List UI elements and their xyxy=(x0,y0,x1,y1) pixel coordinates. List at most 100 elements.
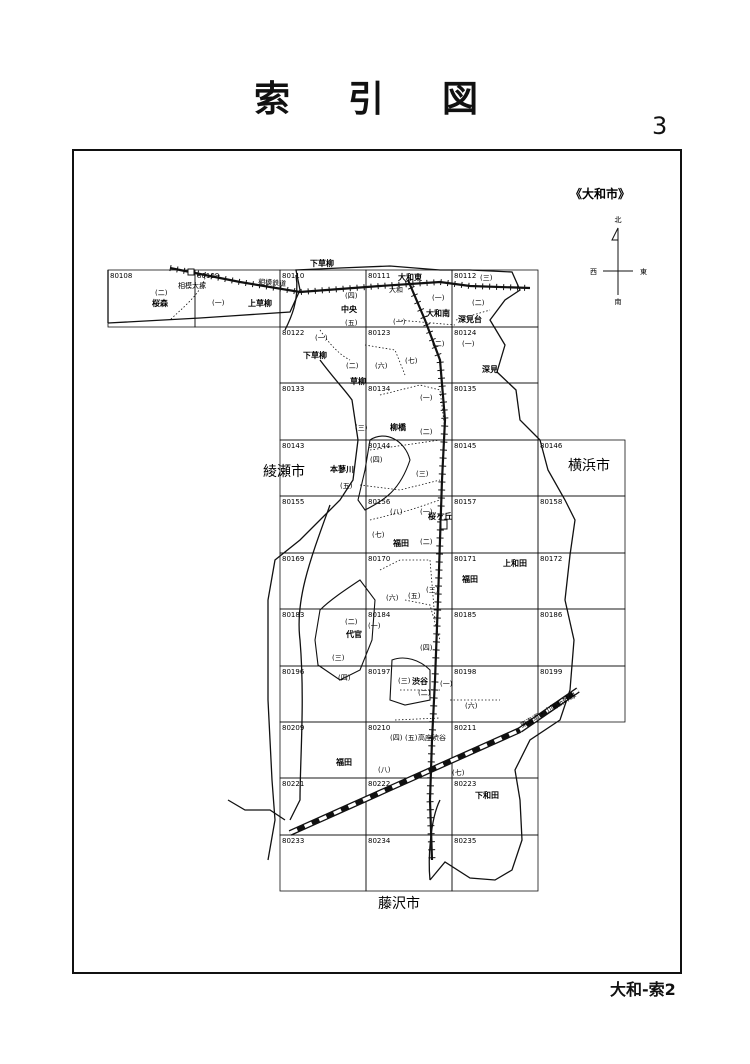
ward-label: (一) xyxy=(368,622,381,630)
map-frame xyxy=(72,149,682,974)
ward-label: (六) xyxy=(375,361,388,370)
grid-cell-label: 80198 xyxy=(454,668,476,676)
ward-label: (七) xyxy=(372,530,385,539)
city-fujisawa: 藤沢市 xyxy=(378,895,420,912)
grid-cell-label: 80110 xyxy=(282,272,304,280)
ward-label: (七) xyxy=(452,768,465,777)
page-title: 索引図 xyxy=(253,79,536,120)
grid-cell-label: 80221 xyxy=(282,780,304,788)
vertical-railway xyxy=(404,278,449,861)
ward-label: (一) xyxy=(462,340,475,348)
place-label: 桜ヶ丘 xyxy=(428,511,452,521)
grid-cell-label: 80124 xyxy=(454,329,477,337)
station-sagami-otsuka xyxy=(187,268,195,276)
ward-label: (三) xyxy=(332,654,345,662)
ward-label: (一) xyxy=(432,294,445,302)
place-label: 草柳 xyxy=(350,376,366,386)
grid-cell-label: 80108 xyxy=(110,272,132,280)
sagami-railway xyxy=(169,265,531,296)
ward-label: (二) xyxy=(472,299,485,307)
ward-label: (一) xyxy=(212,299,225,307)
grid-cell-label: 80186 xyxy=(540,611,563,619)
ward-label: (七) xyxy=(405,356,418,365)
place-label: 大和東 xyxy=(398,272,422,282)
grid-cell-label: 80145 xyxy=(454,442,476,450)
ward-label: (一) xyxy=(420,394,433,402)
grid-cell-label: 80196 xyxy=(282,668,305,676)
grid-cell[interactable] xyxy=(451,834,539,892)
city-label: 《大和市》 xyxy=(570,186,630,201)
place-label: 大和南 xyxy=(426,308,450,318)
ward-label: (八) xyxy=(390,508,403,516)
grid-cell-label: 80211 xyxy=(454,724,476,732)
grid-cell-label: 80144 xyxy=(368,442,391,450)
place-label: 柳橋 xyxy=(390,422,407,432)
place-label: 下和田 xyxy=(475,790,499,800)
ward-label: (五) xyxy=(345,319,358,327)
place-label: 福田 xyxy=(461,574,478,584)
ward-label: (四) xyxy=(420,644,433,652)
compass: 北 南 東 西 xyxy=(590,216,647,306)
page-number: 3 xyxy=(652,112,668,140)
ward-label: (六) xyxy=(465,701,478,710)
ward-label: (一) xyxy=(315,334,328,342)
ward-label: (四) xyxy=(370,456,383,464)
grid-cell-label: 80210 xyxy=(368,724,390,732)
grid-cell-label: 80112 xyxy=(454,272,476,280)
grid-cell-label: 80172 xyxy=(540,555,562,563)
ward-label: (五) xyxy=(405,734,418,742)
ward-label: (三) xyxy=(480,274,493,282)
grid-cell-label: 80185 xyxy=(454,611,476,619)
city-yokohama: 横浜市 xyxy=(568,457,610,474)
ward-label: (二) xyxy=(420,538,433,546)
ward-label: (四) xyxy=(345,292,358,300)
ward-label: (二) xyxy=(346,362,359,370)
place-label: 福田 xyxy=(335,757,352,767)
place-label: 桜森 xyxy=(152,298,169,308)
grid-cell-label: 80133 xyxy=(282,385,304,393)
ward-label: (二) xyxy=(418,689,431,697)
grid-cell-label: 80197 xyxy=(368,668,390,676)
place-label: 代官 xyxy=(345,629,362,639)
grid-cell-label: 80157 xyxy=(454,498,476,506)
grid-cell-label: 80158 xyxy=(540,498,562,506)
grid-cell-label: 80143 xyxy=(282,442,304,450)
place-label: 下草柳 xyxy=(303,350,327,360)
place-label: 深見 xyxy=(482,364,498,374)
place-label: 本蓼川 xyxy=(329,464,354,474)
grid-cell-label: 80234 xyxy=(368,837,391,845)
place-label: 中央 xyxy=(341,304,358,314)
shinkansen-line xyxy=(288,687,580,836)
page-footer: 大和-索2 xyxy=(610,980,676,999)
area-outlines xyxy=(314,435,431,706)
place-names: 下草柳 相模鉄道 相模大塚 桜森 上草柳 大和東 中央 大和南 深見台 深見 下… xyxy=(152,258,578,800)
grid-cell-label: 80155 xyxy=(282,498,304,506)
grid-cell-label: 80169 xyxy=(282,555,304,563)
grid-cell-label: 80111 xyxy=(368,272,390,280)
ward-label: (二) xyxy=(345,618,358,626)
city-ayase: 綾瀬市 xyxy=(263,463,305,480)
place-label: 相模鉄道 xyxy=(258,277,287,288)
city-boundary xyxy=(107,265,576,881)
compass-west-label: 西 xyxy=(590,268,597,276)
grid-cell-label: 80183 xyxy=(282,611,304,619)
ward-label: (三) xyxy=(398,677,411,685)
ward-label: (五) xyxy=(340,482,353,490)
grid-cell-label: 80222 xyxy=(368,780,390,788)
compass-south-label: 南 xyxy=(615,297,622,306)
ward-label: (二) xyxy=(432,340,445,348)
place-label: 福田 xyxy=(392,538,409,548)
place-label: 相模大塚 xyxy=(178,281,206,290)
ward-label: (三) xyxy=(416,470,429,478)
ward-label: (一) xyxy=(420,508,433,516)
ward-markers: (二) (一) (四) (五) (一) (一) (二) (二) (一) (三) … xyxy=(155,274,493,777)
place-label: 下草柳 xyxy=(310,258,334,268)
grid-cell-label: 80122 xyxy=(282,329,304,337)
grid-cell-label: 80135 xyxy=(454,385,476,393)
grid-cell[interactable] xyxy=(537,665,626,723)
ward-label: (六) xyxy=(386,593,399,602)
place-label: 上和田 xyxy=(503,558,527,568)
grid-cell-label: 80223 xyxy=(454,780,476,788)
place-label: 東海道・山陽新幹線 xyxy=(519,690,578,729)
